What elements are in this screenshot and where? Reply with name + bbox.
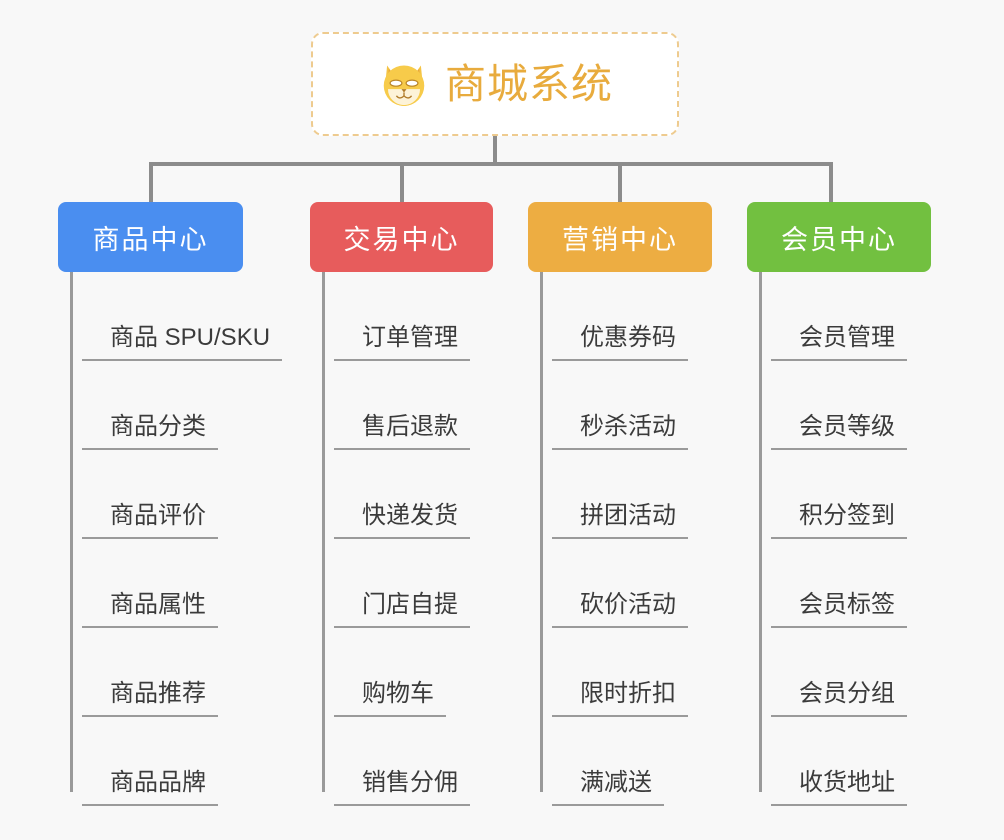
connector-root-stem [493,136,497,164]
connector-trunk-member-center [759,272,762,792]
connector-horizontal-bus [149,162,833,166]
leaf-item[interactable]: 会员等级 [771,361,907,450]
leaf-item-label: 优惠券码 [580,323,676,351]
leaf-item[interactable]: 商品 SPU/SKU [82,272,282,361]
leaf-item-label: 商品评价 [110,501,206,529]
branch-header-trade-center[interactable]: 交易中心 [310,202,493,272]
leaf-item-label: 收货地址 [799,768,895,796]
leaf-item-label: 商品品牌 [110,768,206,796]
leaf-item[interactable]: 商品评价 [82,450,218,539]
leaf-item[interactable]: 满减送 [552,717,664,806]
leaf-item-label: 积分签到 [799,501,895,529]
branch-header-label: 会员中心 [781,224,897,255]
leaf-item-label: 购物车 [362,679,434,707]
connector-trunk-product-center [70,272,73,792]
leaf-item-label: 售后退款 [362,412,458,440]
leaf-item-label: 订单管理 [362,323,458,351]
leaf-item[interactable]: 售后退款 [334,361,470,450]
leaf-item[interactable]: 收货地址 [771,717,907,806]
leaf-item[interactable]: 快递发货 [334,450,470,539]
leaf-item-label: 商品属性 [110,590,206,618]
leaf-item-label: 拼团活动 [580,501,676,529]
leaf-item-label: 商品分类 [110,412,206,440]
leaf-item[interactable]: 秒杀活动 [552,361,688,450]
branch-marketing-center: 营销中心优惠券码秒杀活动拼团活动砍价活动限时折扣满减送 [528,202,712,806]
connector-trunk-marketing-center [540,272,543,792]
branch-header-label: 交易中心 [343,224,460,255]
leaf-item[interactable]: 商品属性 [82,539,218,628]
connector-trunk-trade-center [322,272,325,792]
leaf-item-label: 砍价活动 [580,590,676,618]
leaf-item-label: 商品 SPU/SKU [110,323,271,351]
leaf-list-member-center: 会员管理会员等级积分签到会员标签会员分组收货地址 [747,272,931,806]
leaf-item[interactable]: 销售分佣 [334,717,470,806]
leaf-item[interactable]: 会员管理 [771,272,907,361]
leaf-list-product-center: 商品 SPU/SKU 商品分类商品评价商品属性商品推荐商品品牌 [58,272,282,806]
branch-trade-center: 交易中心订单管理售后退款快递发货门店自提购物车销售分佣 [310,202,493,806]
leaf-item-label: 会员标签 [799,590,895,618]
leaf-item[interactable]: 会员标签 [771,539,907,628]
leaf-item[interactable]: 限时折扣 [552,628,688,717]
leaf-item[interactable]: 商品推荐 [82,628,218,717]
leaf-item-label: 会员分组 [799,679,895,707]
branch-header-marketing-center[interactable]: 营销中心 [528,202,712,272]
branch-header-product-center[interactable]: 商品中心 [58,202,243,272]
leaf-item-label: 快递发货 [362,501,458,529]
connector-drop-product-center [149,164,153,202]
leaf-item-label: 会员等级 [799,412,895,440]
leaf-item[interactable]: 商品分类 [82,361,218,450]
leaf-item[interactable]: 会员分组 [771,628,907,717]
root-title: 商城系统 [445,60,613,107]
leaf-item[interactable]: 拼团活动 [552,450,688,539]
leaf-item-label: 满减送 [580,768,652,796]
leaf-item-label: 秒杀活动 [580,412,676,440]
leaf-item[interactable]: 订单管理 [334,272,470,361]
shiba-dog-face-icon [377,57,431,111]
leaf-item[interactable]: 商品品牌 [82,717,218,806]
branch-product-center: 商品中心商品 SPU/SKU 商品分类商品评价商品属性商品推荐商品品牌 [58,202,282,806]
branch-header-member-center[interactable]: 会员中心 [747,202,931,272]
branch-header-label: 营销中心 [562,224,678,255]
root-node-mall-system[interactable]: 商城系统 [311,32,679,136]
leaf-item-label: 销售分佣 [362,768,458,796]
leaf-item[interactable]: 购物车 [334,628,446,717]
leaf-item[interactable]: 砍价活动 [552,539,688,628]
branch-member-center: 会员中心会员管理会员等级积分签到会员标签会员分组收货地址 [747,202,931,806]
leaf-list-trade-center: 订单管理售后退款快递发货门店自提购物车销售分佣 [310,272,493,806]
connector-drop-member-center [829,164,833,202]
leaf-item-label: 门店自提 [362,590,458,618]
leaf-item-label: 限时折扣 [580,679,676,707]
leaf-item[interactable]: 门店自提 [334,539,470,628]
connector-drop-marketing-center [618,164,622,202]
leaf-item[interactable]: 优惠券码 [552,272,688,361]
leaf-item[interactable]: 积分签到 [771,450,907,539]
leaf-item-label: 会员管理 [799,323,895,351]
leaf-item-label: 商品推荐 [110,679,206,707]
connector-drop-trade-center [400,164,404,202]
leaf-list-marketing-center: 优惠券码秒杀活动拼团活动砍价活动限时折扣满减送 [528,272,712,806]
branch-header-label: 商品中心 [92,224,209,255]
